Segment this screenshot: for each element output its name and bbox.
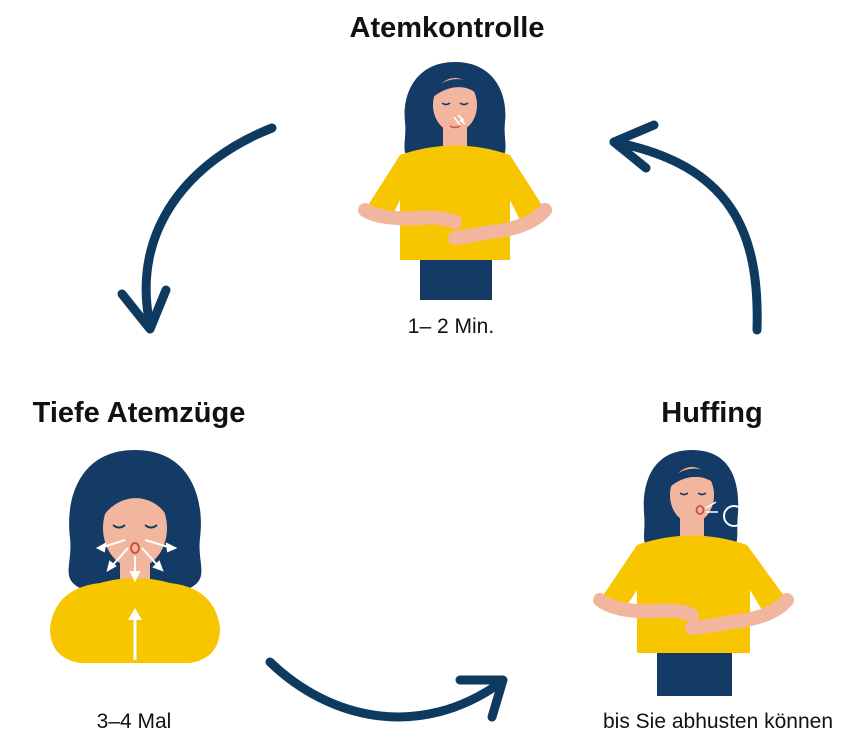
arrow-right-to-top	[614, 125, 757, 330]
arrow-left-to-right	[270, 662, 503, 717]
arrow-top-to-left	[122, 128, 272, 329]
woman-huffing-icon	[592, 448, 812, 696]
woman-breathing-nose-icon	[360, 60, 550, 300]
woman-deep-breath-icon	[40, 448, 230, 678]
